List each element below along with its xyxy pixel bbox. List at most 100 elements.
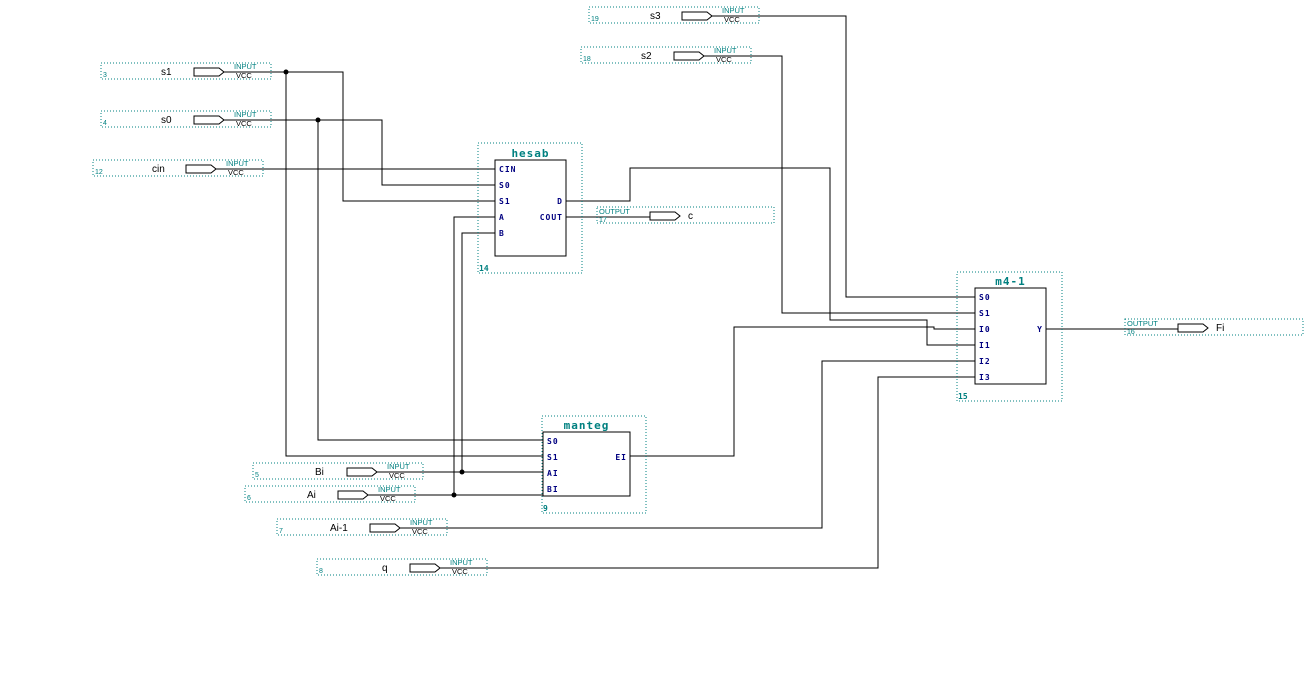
wire-s0-manteg — [317, 120, 543, 441]
pin-type: INPUT — [722, 6, 745, 15]
pin-name: s2 — [641, 51, 652, 62]
wire-ei-to-i0 — [630, 326, 975, 457]
block-body — [974, 287, 1047, 385]
pin-vcc: VCC — [228, 168, 244, 177]
wire-ai-hesab — [453, 216, 495, 495]
wire-bi-hesab — [461, 232, 495, 472]
input-arrow-icon — [193, 67, 225, 77]
pin-frame — [100, 62, 272, 80]
pin-type: OUTPUT — [599, 207, 630, 216]
port-label: AI — [547, 469, 559, 478]
output-arrow-icon — [1177, 323, 1209, 333]
pin-type: INPUT — [234, 110, 257, 119]
pin-number: 12 — [95, 169, 103, 176]
pin-number: 3 — [103, 72, 107, 79]
pin-type: INPUT — [234, 62, 257, 71]
pin-vcc: VCC — [452, 567, 468, 576]
pin-frame — [1124, 318, 1304, 336]
port-label: D — [557, 197, 563, 206]
pin-frame — [596, 206, 775, 224]
pin-number: 8 — [319, 568, 323, 575]
pin-number: 7 — [279, 528, 283, 535]
wire-s1-manteg — [285, 72, 543, 457]
input-arrow-icon — [673, 51, 705, 61]
port-label: S1 — [979, 309, 991, 318]
pin-name: q — [382, 563, 388, 574]
pin-number: 18 — [583, 56, 591, 63]
pin-number: 6 — [247, 495, 251, 502]
wires — [215, 15, 1178, 569]
input-arrow-icon — [346, 467, 378, 477]
pin-frame — [100, 110, 272, 128]
pin-type: INPUT — [226, 159, 249, 168]
pin-type: INPUT — [714, 46, 737, 55]
port-label: A — [499, 213, 505, 222]
pin-name: Bi — [315, 467, 324, 478]
junction-dot — [315, 117, 321, 123]
pin-type: INPUT — [410, 518, 433, 527]
pin-vcc: VCC — [412, 527, 428, 536]
block-title: m4-1 — [995, 275, 1026, 288]
junction-dot — [459, 469, 465, 475]
wire-q — [438, 376, 975, 569]
pin-frame — [316, 558, 488, 576]
port-label: S1 — [547, 453, 559, 462]
port-label: I0 — [979, 325, 991, 334]
pin-frame — [276, 518, 448, 536]
port-label: Y — [1037, 325, 1043, 334]
pin-vcc: VCC — [389, 471, 405, 480]
port-label: I2 — [979, 357, 991, 366]
junction-dot — [451, 492, 457, 498]
output-arrow-icon — [649, 211, 681, 221]
port-label: S0 — [547, 437, 559, 446]
wire-d-to-i1 — [566, 167, 975, 346]
pin-vcc: VCC — [716, 55, 732, 64]
pin-name: c — [688, 211, 693, 222]
block-title: manteg — [564, 419, 610, 432]
wire-s1-hesab — [224, 71, 495, 202]
pin-name: Ai — [307, 490, 316, 501]
port-label: BI — [547, 485, 559, 494]
input-arrow-icon — [337, 490, 369, 500]
pin-number: 4 — [103, 120, 107, 127]
port-label: CIN — [499, 165, 516, 174]
port-label: S0 — [499, 181, 511, 190]
pin-vcc: VCC — [236, 119, 252, 128]
pin-number: 19 — [591, 16, 599, 23]
port-label: S1 — [499, 197, 511, 206]
pin-frame — [252, 462, 424, 480]
pin-number: 5 — [255, 472, 259, 479]
port-label: I1 — [979, 341, 991, 350]
port-label: COUT — [540, 213, 563, 222]
input-arrow-icon — [681, 11, 713, 21]
port-label: B — [499, 229, 505, 238]
pin-vcc: VCC — [236, 71, 252, 80]
block-frame — [541, 415, 647, 514]
pin-number: 17 — [599, 217, 607, 224]
junction-dot — [283, 69, 289, 75]
block-body — [542, 431, 631, 497]
block-number: 14 — [479, 264, 489, 273]
pin-type: INPUT — [378, 485, 401, 494]
input-arrow-icon — [369, 523, 401, 533]
pin-name: Ai-1 — [330, 523, 348, 534]
block-frame — [477, 142, 583, 274]
pin-vcc: VCC — [380, 494, 396, 503]
pin-frame — [580, 46, 752, 64]
